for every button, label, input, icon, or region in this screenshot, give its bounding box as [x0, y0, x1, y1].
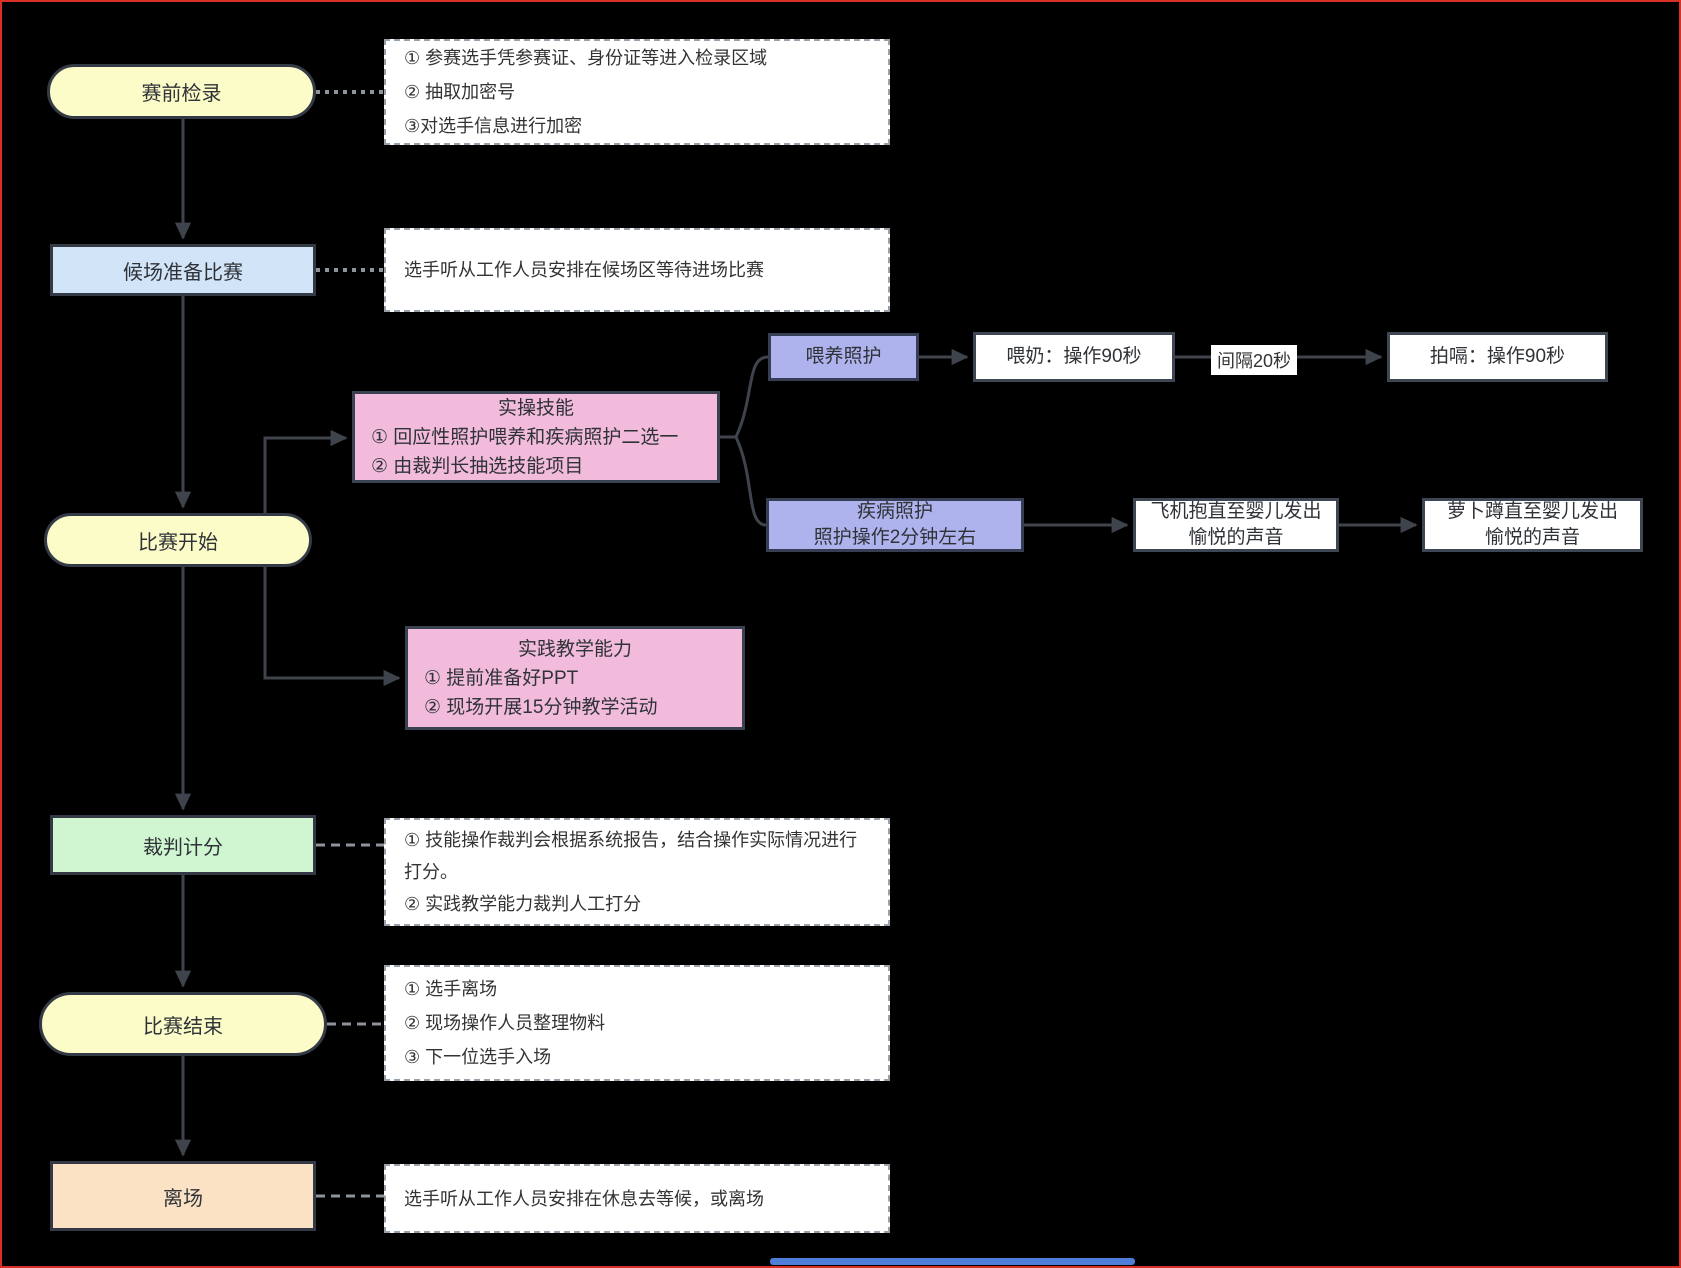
node-disease-step-airplane[interactable]: 飞机抱直至婴儿发出 愉悦的声音	[1133, 498, 1339, 552]
node-match-end-label: 比赛结束	[143, 1015, 223, 1038]
capture-border-right	[1679, 0, 1681, 1268]
capture-border-bottom	[0, 1266, 1681, 1268]
disease-care-title: 疾病照护	[856, 501, 933, 522]
note-line: ③ 下一位选手入场	[404, 1047, 552, 1067]
branch-arrow-practical-skill	[263, 429, 348, 513]
node-match-start-label: 比赛开始	[138, 531, 218, 554]
node-pre-check-label: 赛前检录	[141, 83, 222, 105]
practical-skill-item: ② 由裁判长抽选技能项目	[371, 455, 584, 477]
note-line: ① 参赛选手凭参赛证、身份证等进入检录区域	[404, 48, 768, 68]
squat-step-line: 愉悦的声音	[1484, 527, 1580, 548]
node-wait-prepare-label: 候场准备比赛	[123, 261, 243, 284]
node-pre-check[interactable]: 赛前检录	[47, 64, 316, 119]
note-pre-check[interactable]: ① 参赛选手凭参赛证、身份证等进入检录区域 ② 抽取加密号 ③对选手信息进行加密	[384, 39, 890, 145]
note-leave[interactable]: 选手听从工作人员安排在休息去等候，或离场	[384, 1164, 890, 1233]
airplane-step-line: 飞机抱直至婴儿发出	[1150, 501, 1322, 522]
note-line: ② 实践教学能力裁判人工打分	[404, 894, 642, 914]
node-leave-label: 离场	[163, 1187, 203, 1210]
capture-border-top	[0, 0, 1681, 2]
node-judge-scoring[interactable]: 裁判计分	[50, 815, 316, 875]
note-line: 选手听从工作人员安排在休息去等候，或离场	[404, 1188, 764, 1209]
note-judge-scoring[interactable]: ① 技能操作裁判会根据系统报告，结合操作实际情况进行打分。 ② 实践教学能力裁判…	[384, 818, 890, 926]
node-feeding-step-burp[interactable]: 拍嗝：操作90秒	[1387, 332, 1608, 382]
note-line: ① 技能操作裁判会根据系统报告，结合操作实际情况进行打分。	[404, 830, 858, 882]
note-line: ② 抽取加密号	[404, 82, 516, 102]
note-line: 选手听从工作人员安排在候场区等待进场比赛	[404, 260, 764, 280]
note-match-end[interactable]: ① 选手离场 ② 现场操作人员整理物料 ③ 下一位选手入场	[384, 965, 890, 1081]
note-line: ① 选手离场	[404, 979, 498, 999]
node-judge-scoring-label: 裁判计分	[143, 836, 223, 859]
note-line: ② 现场操作人员整理物料	[404, 1013, 606, 1033]
node-feeding-step-milk[interactable]: 喂奶：操作90秒	[973, 332, 1175, 382]
squat-step-line: 萝卜蹲直至婴儿发出	[1446, 501, 1618, 522]
node-leave[interactable]: 离场	[50, 1161, 316, 1231]
milk-step-label: 喂奶：操作90秒	[1006, 346, 1142, 367]
disease-care-subtitle: 照护操作2分钟左右	[813, 527, 977, 548]
practical-skill-item: ① 回应性照护喂养和疾病照护二选一	[371, 426, 679, 448]
airplane-step-line: 愉悦的声音	[1188, 527, 1284, 548]
brace-connector	[734, 355, 770, 527]
node-match-start[interactable]: 比赛开始	[44, 513, 312, 567]
note-line: ③对选手信息进行加密	[404, 116, 583, 136]
practical-skill-title: 实操技能	[497, 397, 574, 419]
node-match-end[interactable]: 比赛结束	[39, 992, 327, 1056]
node-practical-skill[interactable]: 实操技能 ① 回应性照护喂养和疾病照护二选一 ② 由裁判长抽选技能项目	[352, 391, 720, 483]
teaching-ability-item: ① 提前准备好PPT	[424, 667, 579, 689]
note-wait-prepare[interactable]: 选手听从工作人员安排在候场区等待进场比赛	[384, 228, 890, 312]
node-disease-step-squat[interactable]: 萝卜蹲直至婴儿发出 愉悦的声音	[1422, 498, 1643, 552]
node-feeding-care[interactable]: 喂养照护	[768, 333, 919, 381]
burp-step-label: 拍嗝：操作90秒	[1429, 346, 1566, 367]
branch-arrow-teaching-ability	[263, 567, 401, 687]
node-wait-prepare[interactable]: 候场准备比赛	[50, 244, 316, 296]
horizontal-scrollbar-thumb[interactable]	[770, 1258, 1135, 1265]
teaching-ability-item: ② 现场开展15分钟教学活动	[424, 696, 658, 718]
edge-label-interval: 间隔20秒	[1211, 345, 1297, 375]
feeding-care-label: 喂养照护	[805, 346, 882, 367]
node-teaching-ability[interactable]: 实践教学能力 ① 提前准备好PPT ② 现场开展15分钟教学活动	[405, 626, 745, 730]
teaching-ability-title: 实践教学能力	[517, 638, 632, 660]
capture-border-left	[0, 0, 2, 1268]
node-disease-care[interactable]: 疾病照护 照护操作2分钟左右	[766, 498, 1024, 552]
interval-label-text: 间隔20秒	[1216, 351, 1292, 371]
